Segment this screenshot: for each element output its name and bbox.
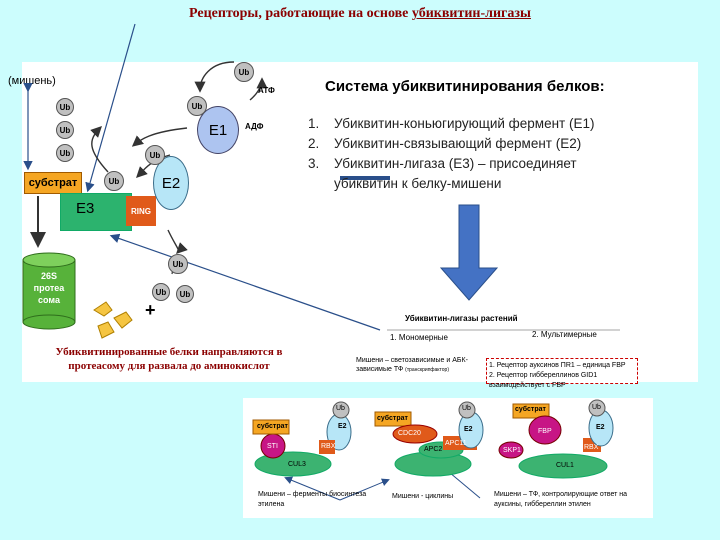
plant-e2-2: E2 bbox=[464, 426, 473, 433]
ub-released-2: Ub bbox=[152, 283, 170, 301]
amp-label: АДФ bbox=[245, 122, 264, 131]
proteasome-icon bbox=[22, 252, 76, 330]
ub-release-arrow bbox=[167, 229, 188, 254]
plant-mono-label: 1. Мономерные bbox=[390, 333, 448, 342]
ub-released-1: Ub bbox=[168, 254, 188, 274]
ub-free-top: Ub bbox=[234, 62, 254, 82]
list-number: 3. bbox=[308, 156, 320, 171]
ub-chain-1: Ub bbox=[56, 98, 74, 116]
peptide-fragments-icon bbox=[93, 301, 133, 339]
title-link-ligase[interactable]: убиквитин-лигазы bbox=[411, 6, 531, 21]
plant-rbx-1: RBX bbox=[321, 443, 336, 450]
target-label: (мишень) bbox=[8, 75, 56, 87]
panel-pointer-1 bbox=[284, 476, 341, 501]
plant-e2-3: E2 bbox=[596, 424, 605, 431]
plant-caption-1: Мишени – ферменты биосинтеза этилена bbox=[258, 491, 367, 508]
substrate-box: субстрат bbox=[24, 172, 82, 194]
plant-multi-label: 2. Мультимерные bbox=[532, 330, 597, 339]
plant-ub-2: Ub bbox=[462, 405, 471, 412]
plus-sign: + bbox=[145, 300, 156, 320]
e3-pointer-line bbox=[109, 233, 381, 331]
plant-cdc20: CDC20 bbox=[398, 430, 421, 437]
plant-caption-3: Мишени – ТФ, контролирующие ответ на аук… bbox=[494, 491, 628, 508]
ub-released-3: Ub bbox=[176, 285, 194, 303]
proteasome-label-line3: сома bbox=[38, 295, 60, 305]
receptor-2: 2. Рецептор гиббереллинов GID1 взаимодей… bbox=[489, 372, 598, 389]
title-pointer-line bbox=[85, 23, 136, 193]
ub-chain-3: Ub bbox=[56, 144, 74, 162]
e3-box bbox=[60, 193, 132, 231]
ub-on-e2: Ub bbox=[145, 145, 165, 165]
proteasome-label: 26S протеа сома bbox=[22, 270, 76, 306]
mono-targets-note: (транскрипфактор) bbox=[405, 367, 450, 373]
plant-e2-1: E2 bbox=[338, 423, 347, 430]
atp-arrow bbox=[194, 61, 235, 93]
list-text: Убиквитин-лигаза (E3) – присоединяет bbox=[334, 156, 577, 171]
plant-caption-2: Мишени - циклины bbox=[392, 493, 454, 500]
plant-apc11: APC11 bbox=[445, 440, 467, 447]
plant-fbp: FBP bbox=[538, 428, 552, 435]
e2-enzyme: E2 bbox=[153, 156, 189, 210]
list-text: Убиквитин-связывающий фермент (E2) bbox=[334, 136, 582, 151]
plant-mono-targets: Мишени – светозависимые и АБК-зависимые … bbox=[356, 356, 486, 375]
amp-arrow bbox=[249, 77, 268, 101]
ub-on-e1: Ub bbox=[187, 96, 207, 116]
list-text-continued: убиквитин к белку-мишени bbox=[334, 176, 502, 191]
receptor-box: 1. Рецептор ауксинов ПR1 – единица FBP 2… bbox=[486, 358, 638, 389]
enzyme-list: 1. Убиквитин-коньюгирующий фермент (E1) 2… bbox=[308, 114, 594, 194]
plant-skp1: SKP1 bbox=[503, 447, 521, 454]
ub-chain-2: Ub bbox=[56, 121, 74, 139]
receptor-1: 1. Рецептор ауксинов ПR1 – единица FBP bbox=[489, 362, 626, 369]
list-text: Убиквитин-коньюгирующий фермент (E1) bbox=[334, 116, 595, 131]
plant-substrate-2: субстрат bbox=[377, 415, 408, 422]
plant-ub-3: Ub bbox=[592, 404, 601, 411]
e1-enzyme: E1 bbox=[197, 106, 239, 154]
panel-pointer-2 bbox=[339, 478, 390, 501]
plant-cul1: CUL1 bbox=[556, 462, 574, 469]
ring-domain: RING bbox=[126, 196, 156, 226]
page-title: Рецепторы, работающие на основе убиквити… bbox=[0, 6, 720, 22]
plant-ligase-diagrams bbox=[252, 399, 614, 479]
plant-rbx-3: RBX bbox=[584, 444, 599, 451]
list-item: 1. Убиквитин-коньюгирующий фермент (E1) bbox=[308, 114, 594, 134]
system-heading: Система убиквитинирования белков: bbox=[325, 78, 605, 95]
plant-ub-1: Ub bbox=[336, 405, 345, 412]
e3-label: E3 bbox=[76, 200, 95, 217]
plant-sti: STI bbox=[267, 443, 278, 450]
plant-apc2: APC2 bbox=[424, 446, 443, 453]
proteasome-caption: Убиквитинированные белки направляются в … bbox=[55, 346, 283, 372]
list-item: 3. Убиквитин-лигаза (E3) – присоединяет bbox=[308, 154, 594, 174]
plant-cul3: CUL3 bbox=[288, 461, 306, 468]
list-number: 2. bbox=[308, 136, 320, 151]
ub-chain-arrow bbox=[90, 126, 109, 173]
mono-targets-text: Мишени – светозависимые и АБК-зависимые … bbox=[356, 357, 468, 373]
plant-heading: Убиквитин-лигазы растений bbox=[405, 314, 518, 323]
e1-e2-arrow bbox=[131, 127, 188, 147]
list-number: 1. bbox=[308, 116, 320, 131]
title-text: Рецепторы, работающие на основе bbox=[189, 6, 412, 21]
atp-label: АТФ bbox=[258, 86, 275, 95]
plant-substrate-3: субстрат bbox=[515, 406, 546, 413]
big-down-arrow bbox=[439, 204, 499, 301]
plant-substrate-1: субстрат bbox=[257, 423, 288, 430]
proteasome-label-line1: 26S bbox=[40, 271, 57, 281]
ub-on-substrate: Ub bbox=[104, 171, 124, 191]
list-item: 2. Убиквитин-связывающий фермент (E2) bbox=[308, 134, 594, 154]
proteasome-label-line2: протеа bbox=[33, 283, 65, 293]
